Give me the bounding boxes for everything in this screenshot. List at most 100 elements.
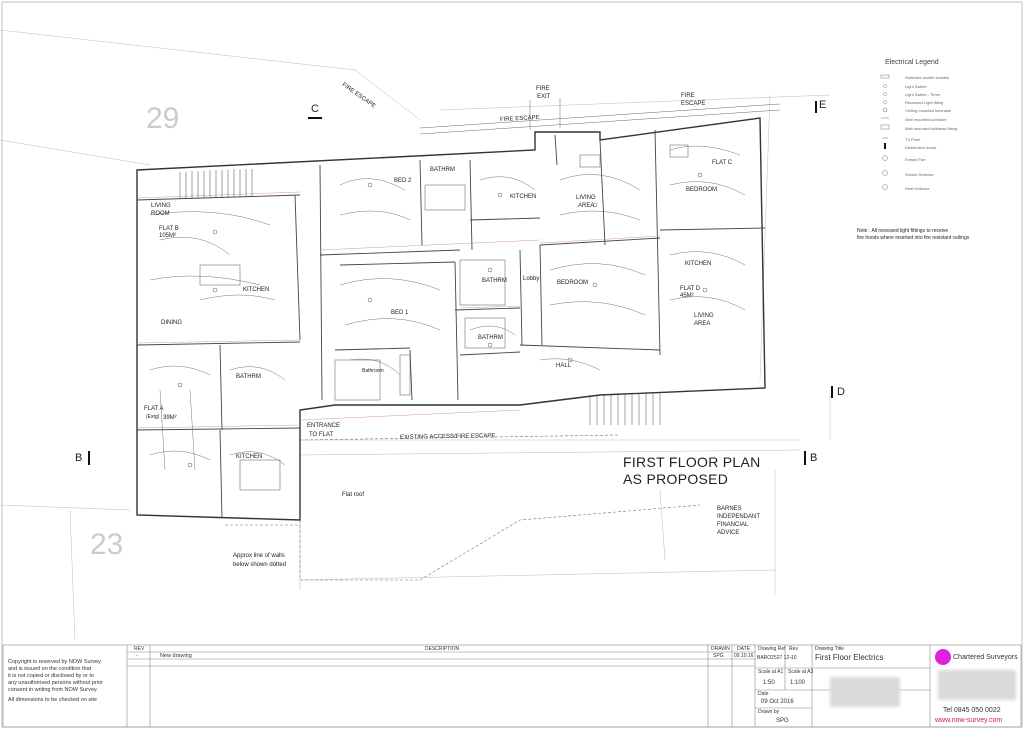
plan-title-line-1: FIRST FLOOR PLAN: [623, 454, 761, 470]
drawing-title-value: First Floor Electrics: [815, 653, 884, 662]
scale-a3-value: 1:100: [790, 680, 806, 686]
label-bathrm-top: BATHRM: [430, 167, 455, 173]
section-marker-e: E: [819, 99, 827, 111]
legend-item-light-switch: Light Switch: [905, 84, 927, 89]
drawn-header: DRAWN: [711, 646, 730, 652]
company-logo-mark: [935, 649, 951, 665]
blurred-company-address: [938, 670, 1016, 700]
label-bathrm-lower: BATHRM: [478, 335, 503, 341]
copyright-line-5: consent in writing from NOW Survey.: [8, 687, 98, 693]
label-approx-walls-1: Approx line of walls: [233, 553, 285, 559]
label-flat-b: FLAT B: [159, 226, 179, 232]
company-tel: Tel 0845 050 0022: [943, 707, 1001, 714]
label-flat-d: FLAT D: [680, 286, 701, 292]
label-barnes-2: INDEPENDANT: [717, 514, 761, 520]
drawing-ref-label: Drawing Ref: [758, 646, 786, 652]
label-bathrm-mid: BATHRM: [482, 278, 507, 284]
copyright-line-1: Copyright is reserved by NOW Survey: [8, 659, 101, 665]
label-fire-exit-1: FIRE: [536, 86, 550, 92]
label-flat-roof: Flat roof: [342, 492, 365, 498]
label-kitchen-mid: KITCHEN: [510, 194, 537, 200]
label-bed-2: BED 2: [394, 178, 412, 184]
label-living-area-d-2: AREA: [694, 321, 711, 327]
drawn-by-label: Drawn by: [758, 709, 780, 715]
label-kitchen-a: KITCHEN: [236, 454, 263, 460]
scale-a3-label: Scale at A3: [788, 669, 814, 675]
description-header: DESCRIPTION: [425, 646, 460, 652]
label-flat-c: FLAT C: [712, 160, 733, 166]
label-lobby: Lobby: [523, 276, 540, 282]
label-bathroom: Bathroom: [362, 368, 384, 374]
label-barnes-3: FINANCIAL: [717, 522, 749, 528]
note-line-1: Note : All recessed light fittings to re…: [857, 228, 949, 234]
section-marker-b-right: B: [810, 452, 818, 464]
dimensions-note: All dimensions to be checked on site: [8, 697, 97, 703]
legend-symbols: [880, 74, 890, 190]
label-kitchen-d: KITCHEN: [685, 261, 712, 267]
label-entrance-1: ENTRANCE: [307, 423, 341, 429]
label-flat-b-area: 105M²: [159, 233, 177, 239]
label-entrance-2: TO FLAT: [309, 432, 334, 438]
plot-number-23: 23: [90, 528, 124, 561]
legend-item-distribution-board: Distribution board: [905, 145, 937, 150]
date-label: Date: [758, 691, 769, 697]
label-flat-a-area: 39M²: [163, 415, 177, 421]
label-bedroom-d: BEDROOM: [557, 280, 589, 286]
rev-header: REV: [134, 646, 145, 652]
scale-a1-label: Scale at A1: [758, 669, 784, 675]
section-marker-c: C: [311, 103, 319, 115]
legend-item-heat-detector: Heat Detector: [905, 186, 930, 191]
label-bathrm-a: BATHRM: [236, 374, 261, 380]
revision-description: New drawing: [160, 653, 192, 659]
label-fire-exit-2: EXIT: [537, 94, 551, 100]
copyright-line-4: any unauthorised persons without prior: [8, 680, 103, 686]
legend-item-wall-luminaire: Wall mounted luminaire: [905, 117, 947, 122]
legend-item-light-switch-timer: Light Switch - Timer: [905, 92, 941, 97]
label-kitchen-b: KITCHEN: [243, 287, 270, 293]
label-barnes-4: ADVICE: [717, 530, 740, 536]
section-marker-b-left: B: [75, 452, 83, 464]
label-hall: HALL: [556, 363, 572, 369]
legend-item-tv-point: TV Point: [905, 137, 921, 142]
rev-value: -: [791, 655, 793, 661]
label-bedroom-c: BEDROOM: [686, 187, 718, 193]
label-living-room-1: LIVING: [151, 203, 171, 209]
company-name: Chartered Surveyors: [953, 654, 1018, 661]
legend-item-extract-fan: Extract Fan: [905, 157, 926, 162]
label-bed-1: BED 1: [391, 310, 409, 316]
plan-title-line-2: AS PROPOSED: [623, 471, 729, 487]
legend-item-recessed-light: Recessed Light fitting: [905, 100, 944, 105]
date-value: 09 Oct 2016: [761, 699, 794, 705]
label-living-area-mid-1: LIVING: [576, 195, 596, 201]
legend-title: Electrical Legend: [885, 59, 939, 66]
label-barnes-1: BARNES: [717, 506, 742, 512]
date-header: DATE: [737, 646, 750, 652]
label-flat-a: FLAT A: [144, 406, 164, 412]
section-marker-d: D: [837, 386, 845, 398]
blurred-client-address: [830, 677, 900, 707]
legend-item-smoke-detector: Smoke Detector: [905, 172, 934, 177]
label-approx-walls-2: below shown dotted: [233, 562, 287, 568]
plot-number-29: 29: [146, 102, 180, 135]
copyright-line-3: it is not copied or disclosed by or to: [8, 673, 94, 679]
label-fire-escape-right-2: ESCAPE: [681, 101, 706, 107]
copyright-line-2: and is issued on the condition that: [8, 666, 92, 672]
revision-date: 09.10.16: [734, 653, 754, 659]
company-web: www.now-survey.com: [935, 717, 1003, 724]
drawing-title-label: Drawing Title: [815, 646, 844, 652]
rev-label: Rev: [789, 646, 798, 652]
label-living-area-mid-2: AREA: [578, 203, 595, 209]
legend-item-ceiling-luminaire: Ceiling mounted luminaire: [905, 108, 952, 113]
label-living-room-2: ROOM: [151, 211, 170, 217]
label-living-area-d-1: LIVING: [694, 313, 714, 319]
revision-rev: -: [136, 653, 138, 659]
revision-drawn: SPG: [713, 653, 724, 659]
note-line-2: fire hoods where inserted into fire resi…: [857, 235, 970, 241]
legend-item-double-sockets: Switched double sockets: [905, 75, 950, 80]
legend-item-bulkhead: Wall mounted bulkhead fitting: [905, 126, 958, 131]
label-flat-d-area: 45M²: [680, 293, 694, 299]
drawing-ref-value: BARO2527 12-10: [757, 655, 797, 661]
drawn-by-value: SPG: [776, 718, 789, 724]
label-dining: DINING: [161, 320, 182, 326]
